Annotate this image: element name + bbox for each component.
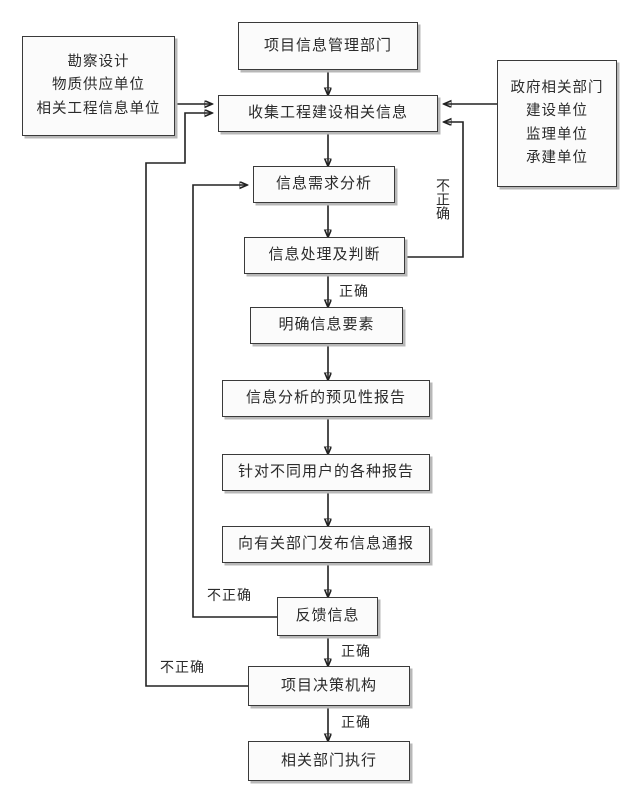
node-label: 项目决策机构	[280, 677, 377, 694]
node-decision-body[interactable]: 项目决策机构	[248, 666, 410, 706]
right-sources-line-2: 建设单位	[526, 103, 588, 120]
node-label: 信息需求分析	[275, 176, 372, 193]
node-clarify-elements[interactable]: 明确信息要素	[250, 307, 403, 344]
node-label: 相关部门执行	[280, 752, 377, 769]
node-collect-info[interactable]: 收集工程建设相关信息	[218, 95, 438, 132]
edge-label-correct-after-judge: 正确	[339, 285, 369, 300]
node-predictive-report[interactable]: 信息分析的预见性报告	[222, 380, 430, 417]
left-sources-line-2: 物质供应单位	[52, 77, 145, 94]
node-left-sources[interactable]: 勘察设计 物质供应单位 相关工程信息单位	[22, 36, 175, 136]
node-label: 收集工程建设相关信息	[247, 105, 408, 122]
node-label: 信息分析的预见性报告	[245, 390, 406, 407]
node-process-judge[interactable]: 信息处理及判断	[244, 237, 405, 274]
right-sources-line-4: 承建单位	[526, 149, 588, 166]
edge-label-correct-after-decision: 正确	[341, 716, 371, 731]
edge-label-correct-after-feedback: 正确	[341, 645, 371, 660]
node-label: 反馈信息	[295, 608, 360, 625]
right-sources-line-3: 监理单位	[526, 126, 588, 143]
node-demand-analysis[interactable]: 信息需求分析	[253, 166, 395, 203]
node-project-info-dept[interactable]: 项目信息管理部门	[238, 22, 418, 70]
node-label: 针对不同用户的各种报告	[237, 464, 414, 481]
edge-label-incorrect-right: 不正确	[434, 178, 449, 220]
left-sources-line-1: 勘察设计	[67, 53, 130, 70]
node-label: 项目信息管理部门	[263, 37, 392, 54]
right-sources-line-1: 政府相关部门	[510, 79, 604, 96]
node-user-reports[interactable]: 针对不同用户的各种报告	[222, 454, 430, 491]
node-right-sources[interactable]: 政府相关部门 建设单位 监理单位 承建单位	[497, 60, 617, 187]
node-feedback[interactable]: 反馈信息	[277, 597, 378, 636]
edge-label-incorrect-decision: 不正确	[160, 661, 205, 676]
node-label: 向有关部门发布信息通报	[237, 536, 414, 553]
edge-label-incorrect-feedback: 不正确	[207, 589, 252, 604]
node-label: 明确信息要素	[278, 317, 375, 334]
node-label: 信息处理及判断	[268, 247, 381, 264]
node-dept-execute[interactable]: 相关部门执行	[248, 741, 410, 781]
node-publish-bulletin[interactable]: 向有关部门发布信息通报	[222, 526, 430, 563]
left-sources-line-3: 相关工程信息单位	[36, 100, 161, 117]
